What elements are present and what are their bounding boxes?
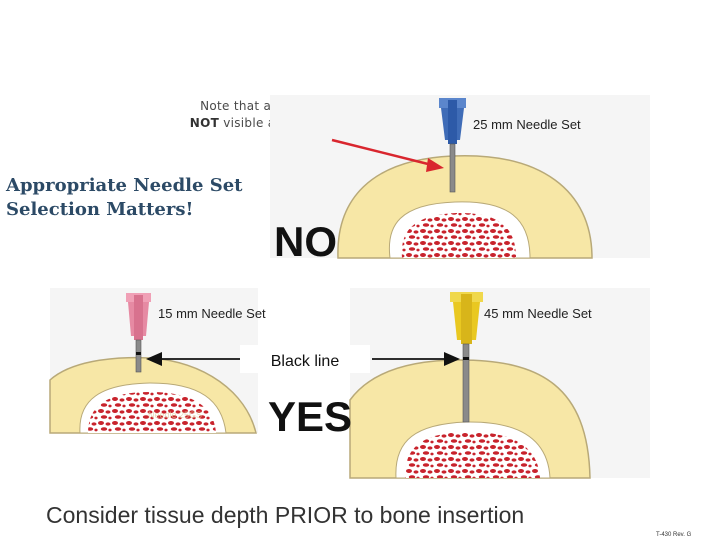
document-code: T-430 Rev. G — [656, 532, 692, 538]
verdict-no: NO — [274, 218, 337, 265]
watermark-text: Needle 25GS — [148, 410, 202, 420]
arrow-right-head — [444, 352, 460, 366]
bottom-caption: Consider tissue depth PRIOR to bone inse… — [46, 502, 525, 528]
needle-label-25mm: 25 mm Needle Set — [473, 117, 581, 132]
arrow-left-head — [146, 352, 162, 366]
needle-pink-15mm — [126, 293, 151, 373]
panel-top: 25 mm Needle Set NO — [270, 95, 650, 265]
needle-label-45mm: 45 mm Needle Set — [484, 306, 592, 321]
panel-bottom-right: 45 mm Needle Set — [349, 288, 650, 479]
black-line-label-box — [240, 345, 370, 373]
bone-marrow-bottom-left — [88, 392, 216, 433]
needle-blue-25mm — [439, 98, 466, 193]
black-line-label: Black line — [271, 353, 340, 370]
note-emphasis: NOT — [189, 116, 220, 130]
headline-line-2: Selection Matters! — [6, 199, 194, 220]
headline: Appropriate Needle Set Selection Matters… — [6, 174, 243, 222]
headline-line-1: Appropriate Needle Set — [6, 175, 243, 196]
black-line-callout: Black line — [146, 345, 460, 373]
red-arrow — [331, 138, 444, 172]
bone-marrow-top — [401, 212, 516, 258]
needle-yellow-45mm — [450, 292, 483, 423]
verdict-yes: YES — [268, 393, 352, 440]
needle-label-15mm: 15 mm Needle Set — [158, 306, 266, 321]
bone-marrow-bottom-right — [404, 431, 540, 478]
